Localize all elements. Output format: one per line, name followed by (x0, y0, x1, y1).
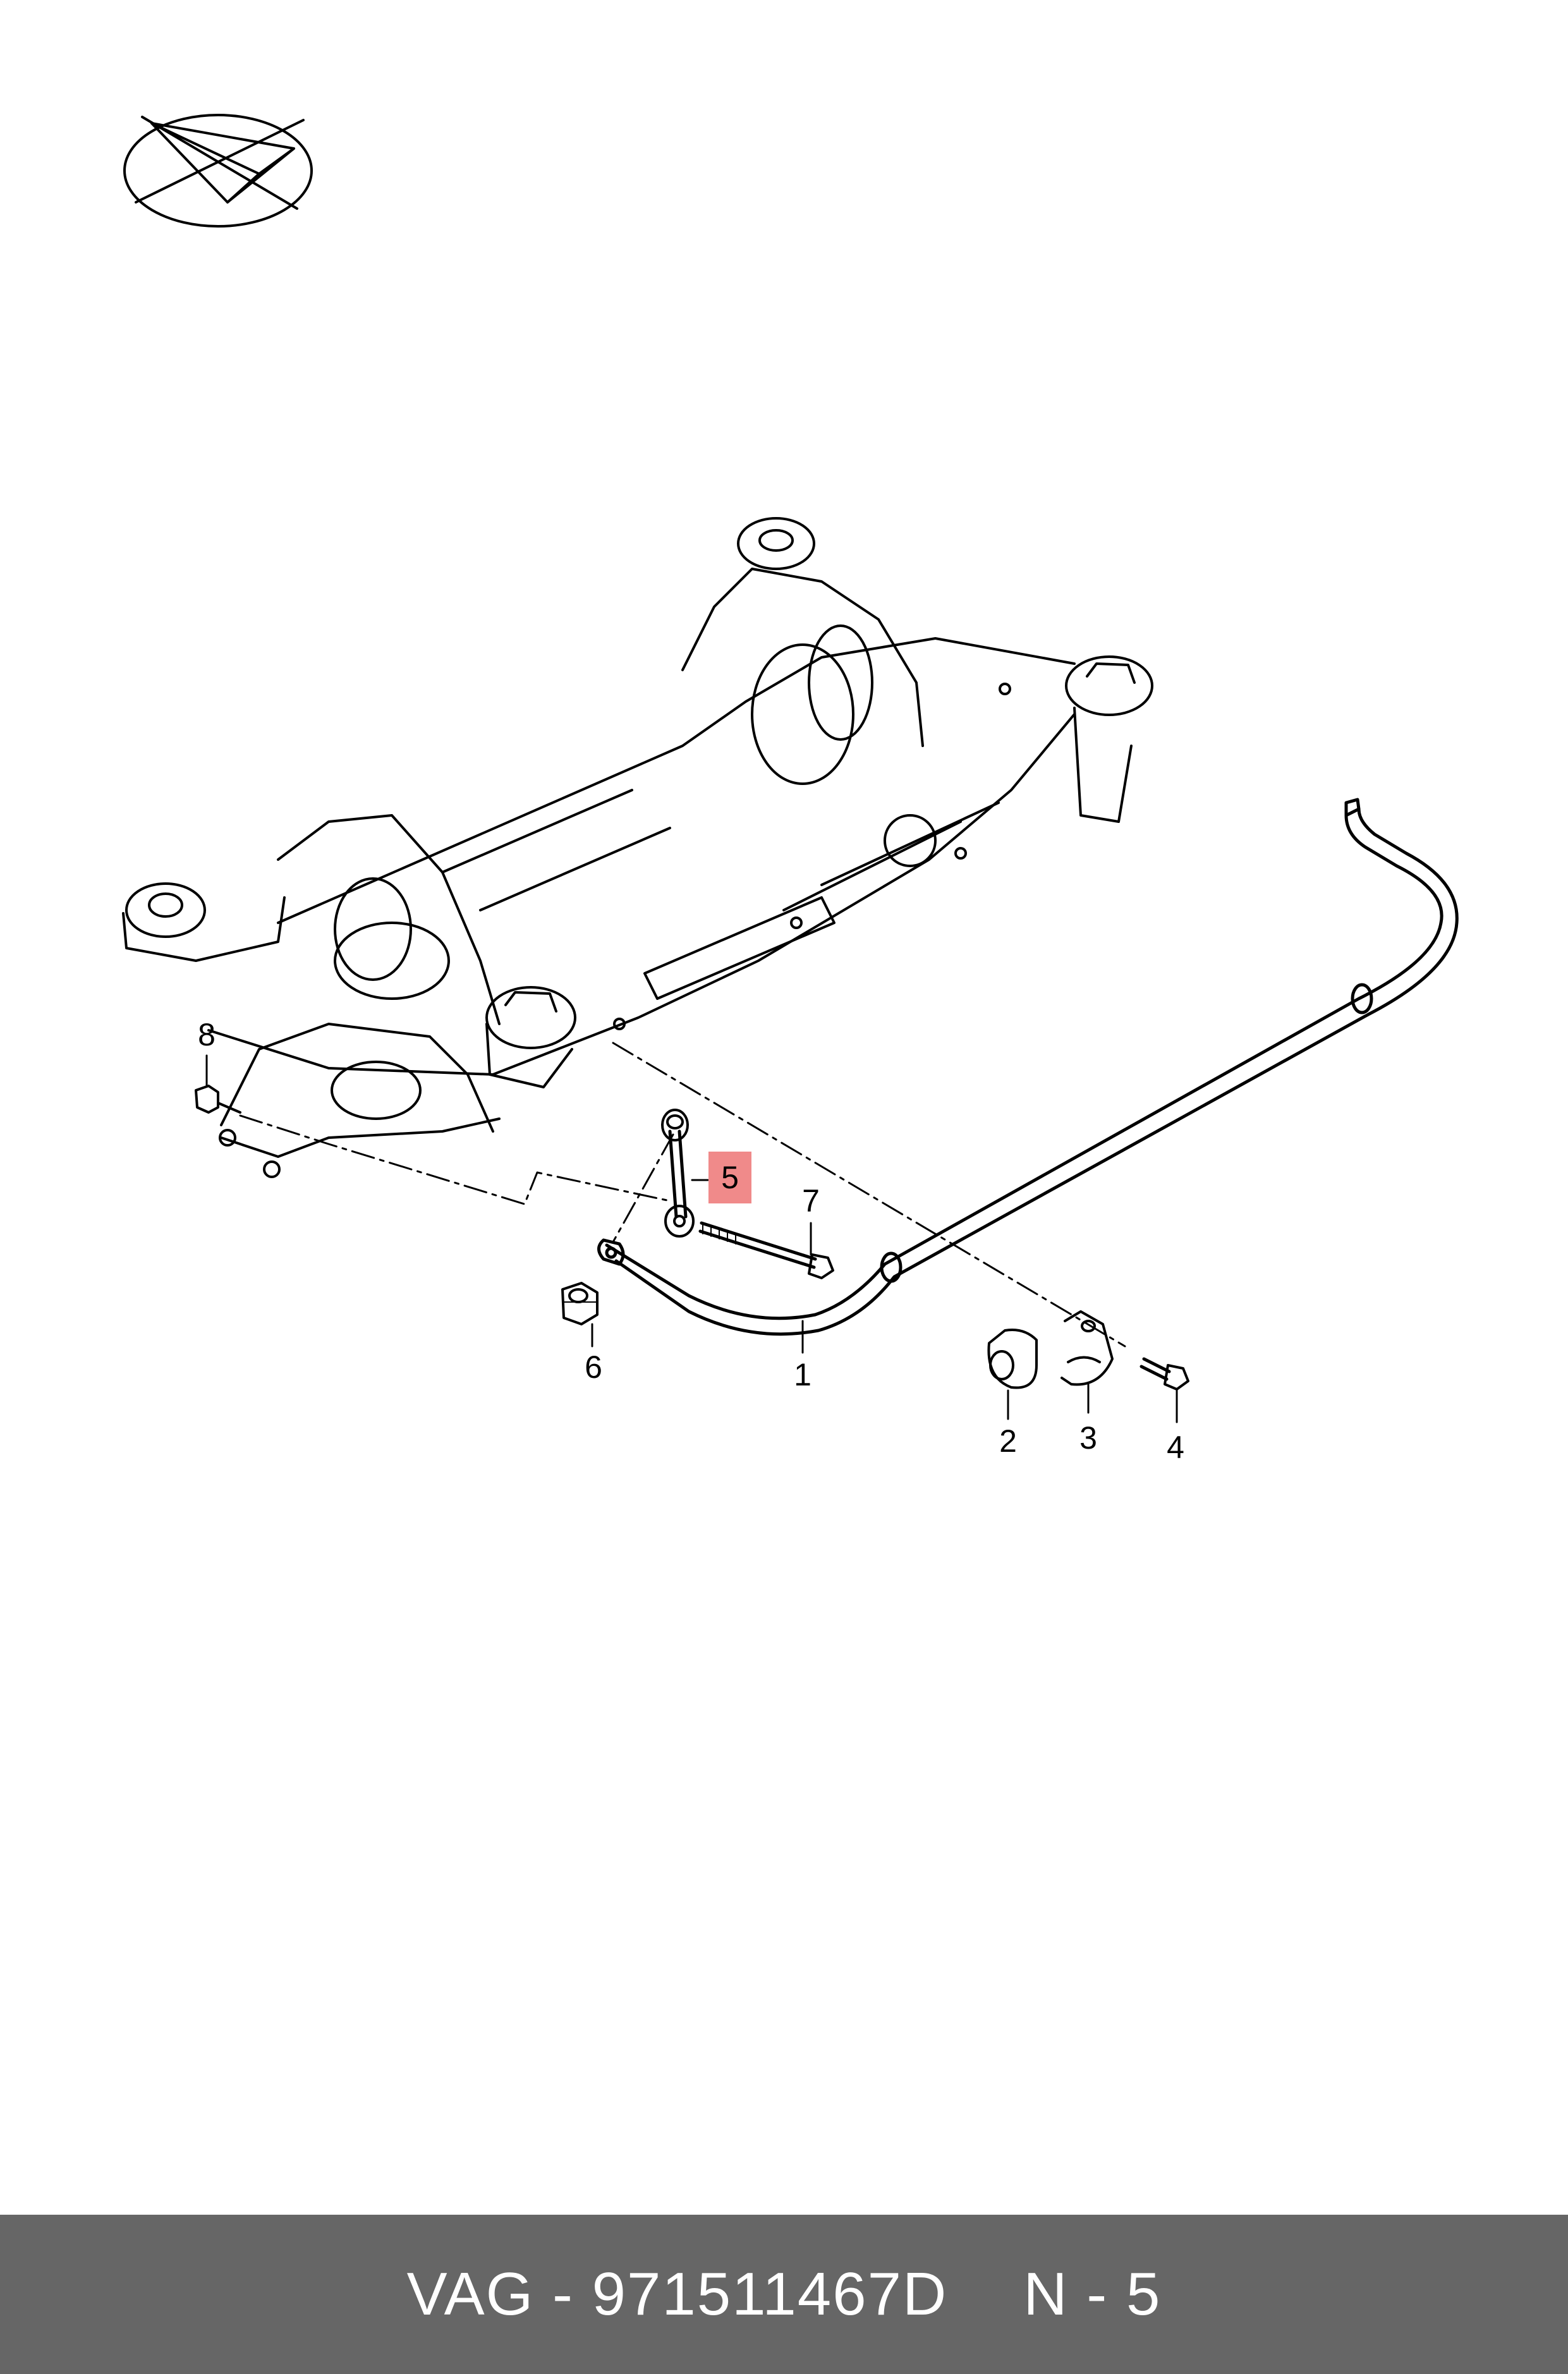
coupling-rod (661, 1109, 695, 1238)
nut-6 (561, 1282, 599, 1325)
part-number: 971511467D (592, 2260, 948, 2328)
mounting-lines (239, 1042, 1126, 1348)
callout-8: 8 (198, 1017, 216, 1052)
callout-3: 3 (1079, 1420, 1097, 1456)
diagram-position: N - 5 (1023, 2260, 1162, 2328)
clamp-3 (1061, 1310, 1114, 1386)
leader-lines (205, 1054, 1178, 1423)
callout-2: 2 (999, 1423, 1017, 1459)
rubber-bush-2 (987, 1329, 1038, 1389)
callout-4: 4 (1167, 1430, 1184, 1465)
stabilizer-bar (597, 798, 1459, 1336)
callout-1: 1 (794, 1357, 811, 1392)
brand-label: VAG (406, 2260, 535, 2328)
part-info-footer: VAG - 971511467D N - 5 (0, 2215, 1568, 2374)
bolt-4 (1140, 1357, 1189, 1391)
exploded-parts-drawing (122, 114, 1459, 1423)
bolt-7 (698, 1221, 834, 1279)
callout-6: 6 (585, 1349, 602, 1385)
nut-8 (195, 1085, 241, 1114)
callout-7: 7 (802, 1183, 820, 1219)
callout-5: 5 (708, 1152, 751, 1203)
subframe (122, 517, 1153, 1178)
paper-plane-logo-icon (123, 114, 313, 228)
brand-separator: - (552, 2260, 574, 2328)
